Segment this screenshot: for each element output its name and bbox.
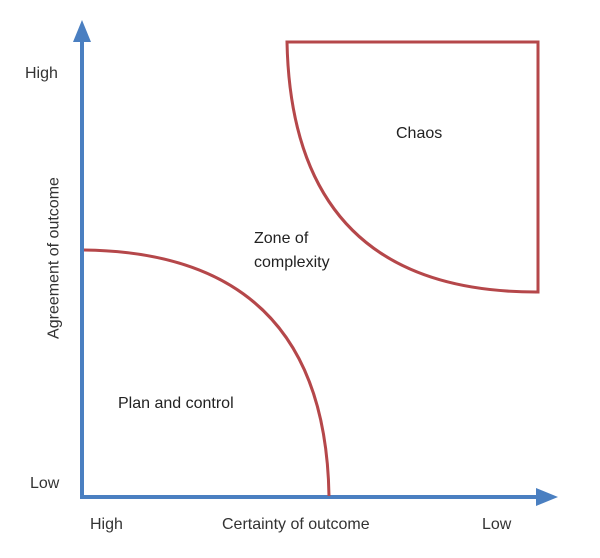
x-axis-high-label: High (90, 516, 123, 533)
y-axis-title: Agreement of outcome (45, 177, 63, 339)
zone-of-complexity-label-line1: Zone of (254, 230, 309, 247)
plan-and-control-label: Plan and control (118, 395, 234, 412)
y-axis-high-label: High (25, 65, 58, 82)
x-axis-title: Certainty of outcome (222, 516, 370, 533)
plan-and-control-boundary (83, 248, 331, 497)
zone-of-complexity-label-line2: complexity (254, 254, 330, 271)
x-axis-low-label: Low (482, 516, 512, 533)
y-axis-arrowhead (73, 20, 91, 42)
chaos-label: Chaos (396, 125, 443, 142)
chaos-region-boundary (285, 40, 540, 294)
x-axis-arrowhead (536, 488, 558, 506)
y-axis-low-label: Low (30, 475, 60, 492)
